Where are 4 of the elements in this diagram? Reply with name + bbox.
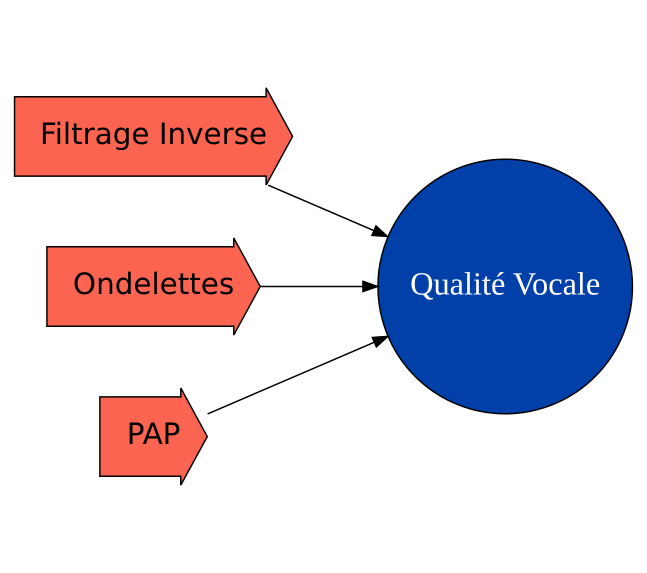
arrow: [260, 280, 380, 293]
arrow: [268, 184, 390, 238]
node-circle: Qualité Vocale: [377, 158, 634, 414]
arrow: [207, 336, 390, 415]
